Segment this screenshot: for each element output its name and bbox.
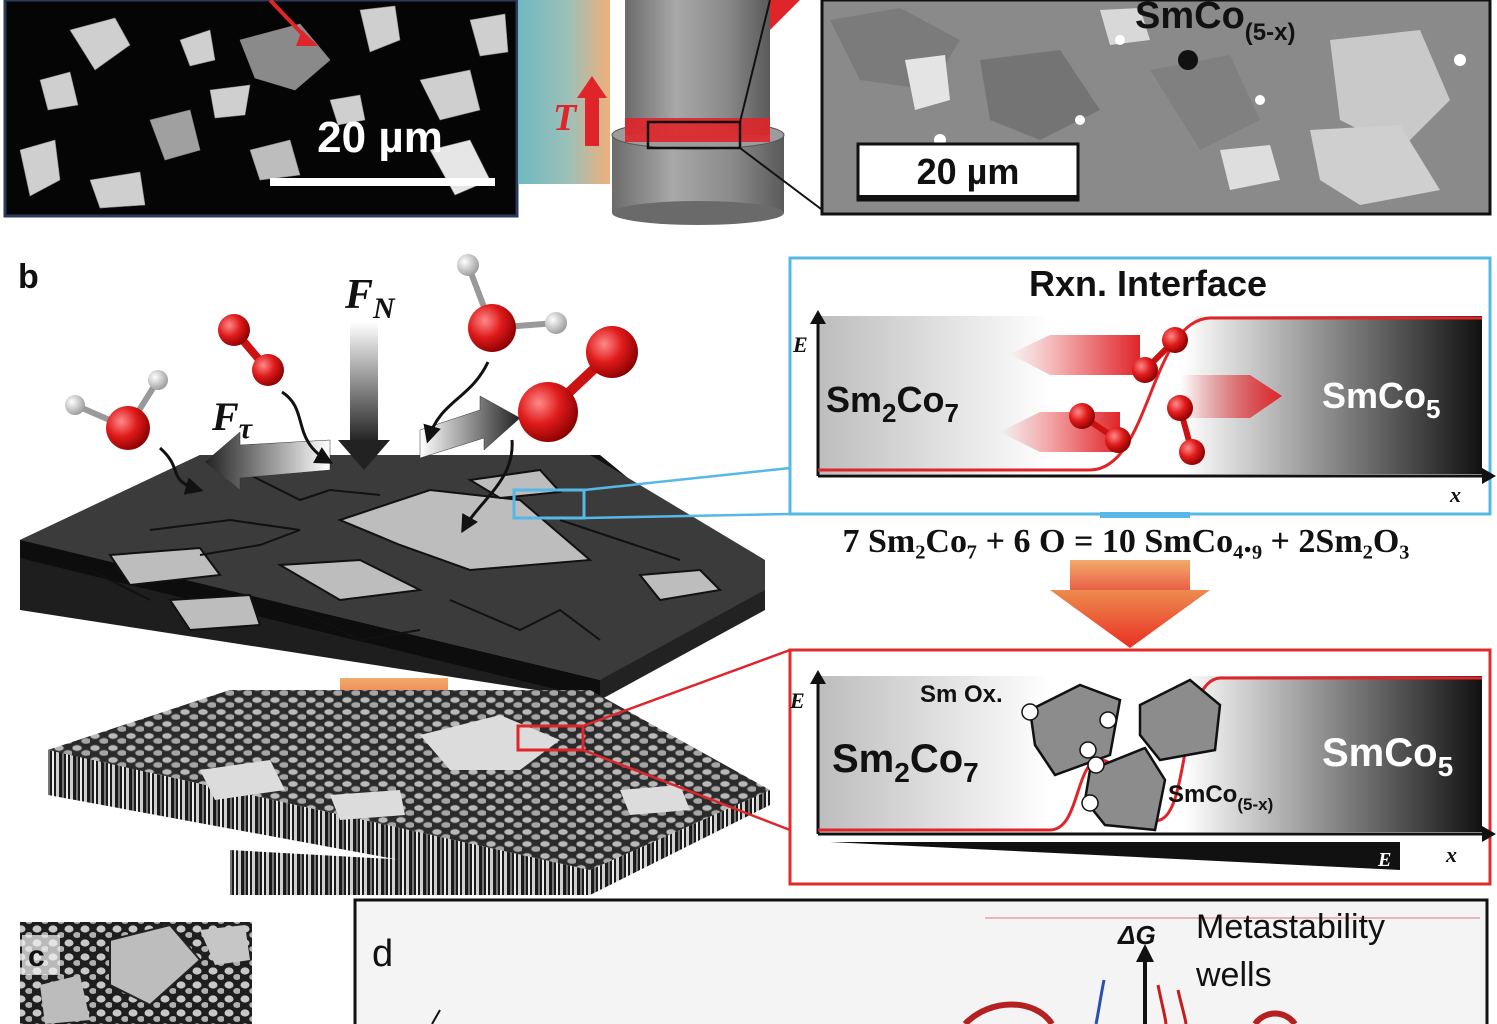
panel-c-letter: c: [28, 940, 45, 973]
interface-x-axis-label: x: [1449, 482, 1461, 507]
oxide-particles: [1021, 703, 1117, 812]
oxygen-molecule-left: [218, 314, 284, 386]
temperature-arrow-shaft: [585, 96, 599, 146]
red-curve-2: [1176, 989, 1188, 1024]
interface-zoom-line-top: [583, 466, 791, 492]
interface-left-phase-base1: Sm: [826, 379, 882, 420]
panel-d: d ΔG Metastability wells: [353, 898, 1489, 1024]
wells-label-line2: wells: [1195, 956, 1272, 994]
wells-label-line1: Metastability: [1196, 908, 1385, 946]
energy-gradient-label: E: [1377, 849, 1391, 871]
product-zoom-marker: [516, 724, 585, 752]
shear-force-label: Fτ: [211, 394, 254, 445]
product-zoom-line-top: [582, 648, 791, 728]
blue-curve: [1094, 979, 1106, 1024]
product-left-phase-base1: Sm: [832, 737, 894, 781]
panel-d-letter: d: [372, 933, 393, 975]
panel-b: b: [18, 254, 1496, 895]
reaction-equation: 7 Sm₂Co₇ + 6 O = 10 SmCo₄.₉ + 2Sm₂O₃: [843, 523, 1410, 560]
panel-b-letter: b: [18, 258, 39, 296]
product-grains: [1028, 678, 1222, 832]
interface-left-phase-sub2: 7: [945, 398, 959, 428]
product-y-axis-label: E: [789, 688, 805, 713]
water-molecule-left: [65, 370, 168, 450]
temperature-arrowhead: [577, 76, 607, 98]
interface-oxygen-molecules: [1069, 327, 1205, 465]
highlight-arrowhead: [296, 30, 318, 46]
product-left-phase: Sm2Co7: [832, 737, 979, 788]
normal-force-label: FN: [344, 272, 396, 325]
oxide-label: Sm Ox.: [920, 681, 1003, 708]
reaction-arrowhead: [1050, 590, 1210, 648]
normal-force-arrowhead: [338, 440, 390, 470]
metastability-well-left: [962, 1001, 1055, 1024]
interface-title: Rxn. Interface: [1029, 263, 1267, 304]
zoom-wedge: [770, 0, 800, 30]
water-molecule-right: [457, 254, 567, 352]
shear-force-label-main: F: [211, 394, 239, 439]
panel-c: c: [20, 922, 252, 1024]
interface-y-axis-label: E: [792, 332, 808, 357]
lower-slab: [48, 690, 770, 895]
adsorption-paths: [159, 361, 514, 534]
grain-label: SmCo(5-x): [1168, 781, 1273, 814]
right-phase-label-main: SmCo: [1135, 0, 1245, 37]
interface-zoom-line-bottom: [583, 512, 791, 520]
interface-energy-profile: [818, 316, 1482, 472]
sintering-die: [611, 0, 785, 225]
interface-right-phase: SmCo5: [1322, 375, 1440, 424]
shear-force-arrow-right: [419, 395, 521, 459]
upper-slab: [20, 455, 765, 700]
panel-d-frame: [353, 898, 1489, 1024]
shear-force-arrow-left: [204, 431, 331, 491]
interface-left-phase-base2: Co: [897, 379, 945, 420]
interface-red-arrow-top-left: [1010, 335, 1140, 375]
product-right-phase: SmCo5: [1322, 731, 1453, 782]
red-curve-1: [1156, 984, 1168, 1024]
product-x-axis-label: x: [1445, 842, 1457, 867]
right-phase-label-sub: (5-x): [1245, 19, 1296, 46]
interface-right-phase-base: SmCo: [1322, 375, 1426, 416]
delta-g-label: ΔG: [1117, 920, 1156, 950]
powder-particles: [19, 5, 509, 209]
panel-a: 20 µm T: [3, 0, 1492, 225]
product-zoom-line-bottom: [582, 748, 791, 832]
product-interface-box: E x E Sm Ox. Sm2Co7 SmCo5: [788, 648, 1496, 886]
interface-left-phase: Sm2Co7: [826, 379, 959, 428]
metastability-well-right: [1252, 1010, 1298, 1024]
product-left-phase-sub1: 2: [894, 757, 910, 788]
temperature-symbol: T: [553, 97, 578, 139]
shear-force-label-sub: τ: [239, 412, 254, 445]
grain-label-main: SmCo: [1168, 781, 1237, 808]
interface-left-phase-sub1: 2: [882, 398, 896, 428]
right-phase-label: SmCo(5-x): [1135, 0, 1295, 46]
product-right-phase-sub: 5: [1438, 751, 1454, 782]
reaction-arrow-shaft: [1070, 560, 1190, 594]
normal-force-arrow-shaft: [350, 322, 378, 442]
sintered-grains: [830, 8, 1466, 205]
left-scale-label: 20 µm: [317, 113, 443, 162]
oxygen-molecule-right: [518, 326, 638, 442]
interface-red-arrow-right: [1180, 375, 1282, 418]
product-left-phase-sub2: 7: [963, 757, 979, 788]
normal-force-label-sub: N: [372, 292, 396, 325]
grain-label-sub: (5-x): [1237, 795, 1273, 814]
normal-force-label-main: F: [344, 272, 373, 318]
product-left-phase-base2: Co: [910, 737, 963, 781]
right-scale-label: 20 µm: [917, 151, 1020, 192]
interface-right-phase-sub: 5: [1426, 394, 1440, 424]
product-right-phase-base: SmCo: [1322, 731, 1438, 775]
right-scale-bar: [858, 195, 1078, 201]
energy-gradient-wedge: [830, 842, 1400, 870]
reaction-interface-box: Rxn. Interface E x Sm2Co7: [788, 256, 1496, 518]
interface-zoom-marker: [512, 488, 586, 520]
left-scale-bar: [270, 178, 495, 186]
